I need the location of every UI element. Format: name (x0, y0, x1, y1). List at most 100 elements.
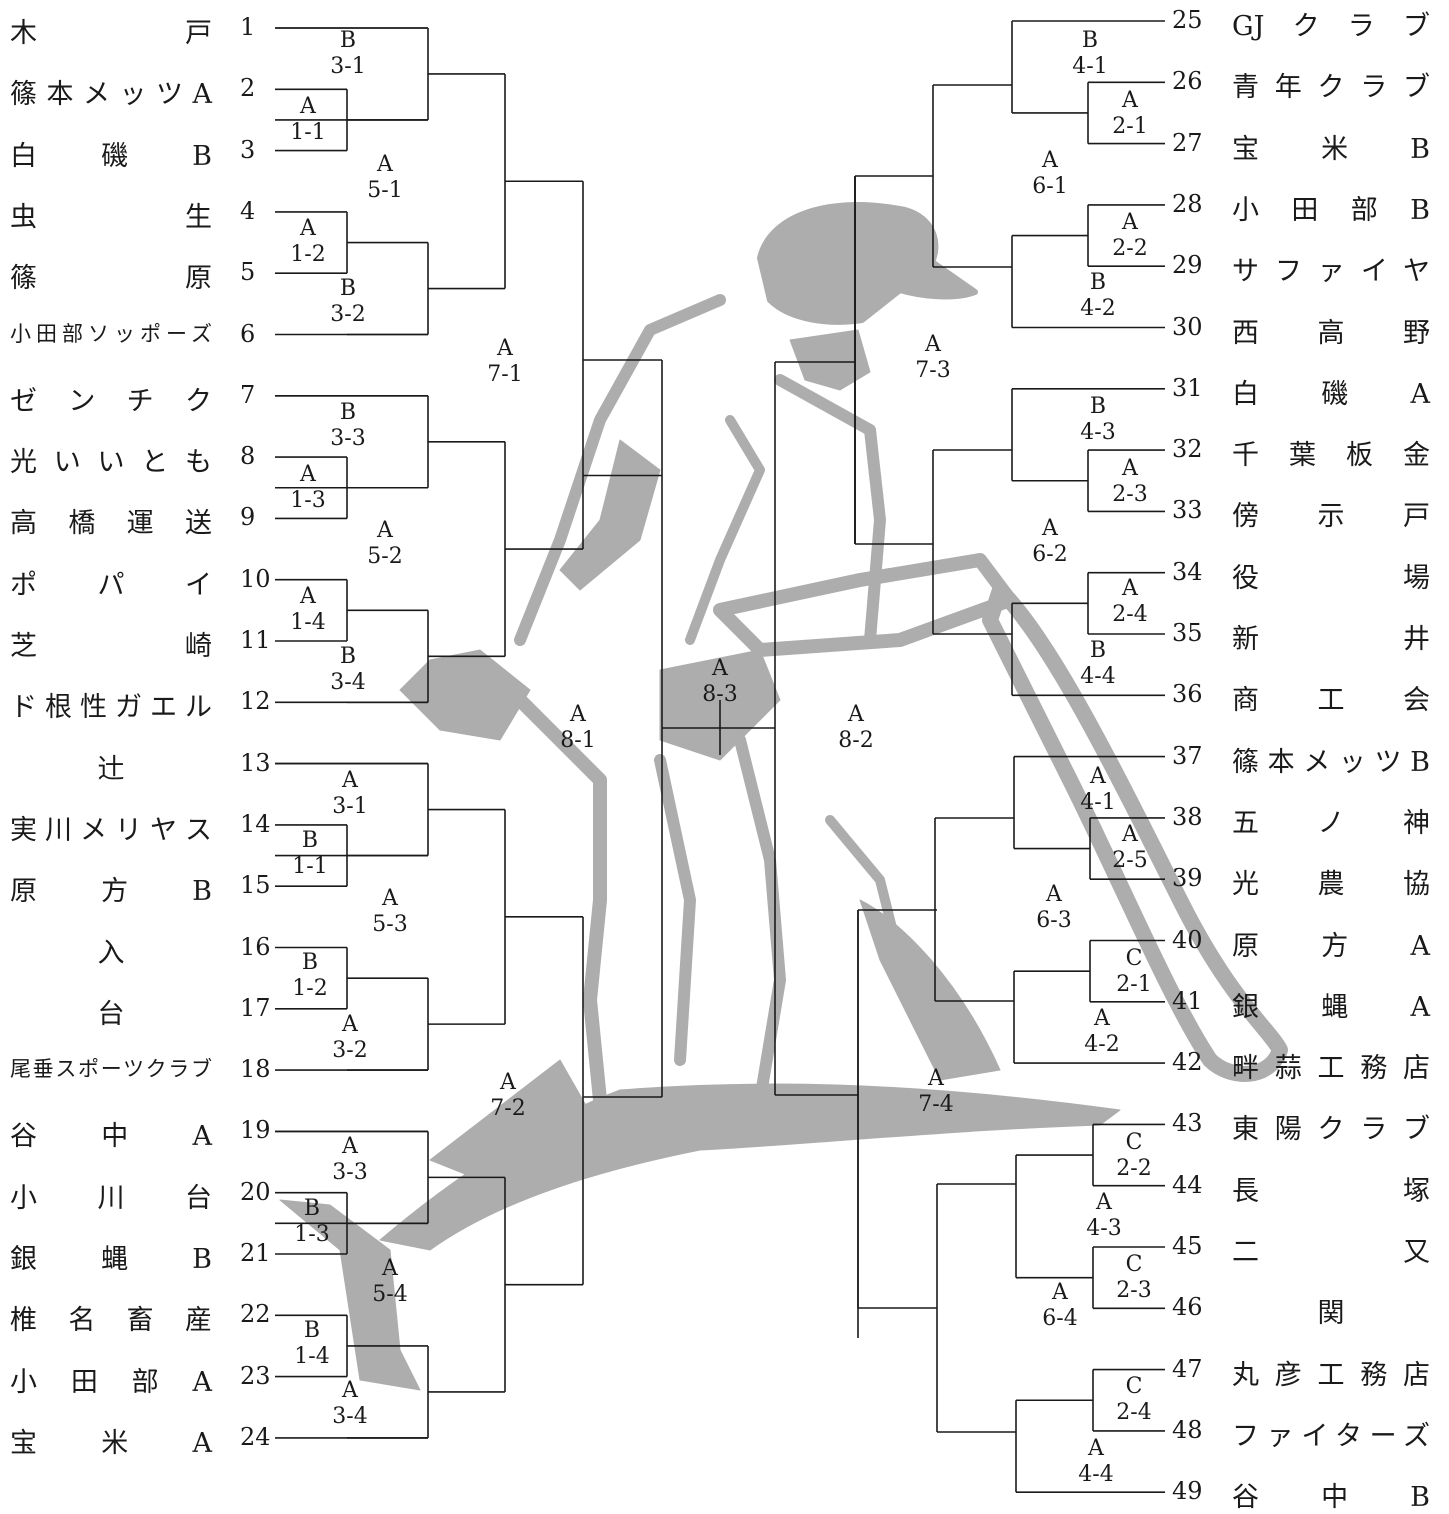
team-number-left: 12 (240, 687, 271, 715)
match-court: A (278, 94, 338, 120)
match-game-number: 4-3 (1074, 1216, 1134, 1242)
team-name-left: 木戸 (10, 11, 212, 50)
match-court: A (826, 702, 886, 728)
team-name-right: 篠本メッツB (1232, 740, 1430, 779)
team-number-left: 1 (240, 13, 255, 41)
match-label: A3-3 (320, 1134, 380, 1186)
match-court: A (548, 702, 608, 728)
team-name-right: 丸彦工務店 (1232, 1353, 1430, 1392)
team-name-right: 傍示戸 (1232, 494, 1430, 533)
match-court: C (1104, 946, 1164, 972)
team-number-left: 9 (240, 503, 255, 531)
team-name-right: 西高野 (1232, 311, 1430, 350)
team-number-right: 42 (1172, 1048, 1203, 1076)
team-number-left: 8 (240, 442, 255, 470)
team-name-right: 二又 (1232, 1230, 1430, 1269)
team-number-left: 5 (240, 258, 255, 286)
match-game-number: 8-1 (548, 728, 608, 754)
team-name-left: 入 (10, 931, 212, 970)
match-court: B (1060, 28, 1120, 54)
team-name-left: 宝米A (10, 1421, 212, 1460)
match-game-number: 1-3 (278, 488, 338, 514)
match-court: A (1030, 1280, 1090, 1306)
match-game-number: 3-2 (318, 302, 378, 328)
team-name-right: 宝米B (1232, 127, 1430, 166)
team-name-left: ド根性ガエル (10, 685, 212, 724)
match-game-number: 5-4 (360, 1282, 420, 1308)
team-name-right: 東陽クラブ (1232, 1107, 1430, 1146)
match-game-number: 4-2 (1072, 1032, 1132, 1058)
team-number-left: 6 (240, 320, 255, 348)
match-game-number: 4-4 (1066, 1462, 1126, 1488)
match-court: A (1020, 516, 1080, 542)
team-number-right: 41 (1172, 987, 1203, 1015)
team-name-left: 尾垂スポーツクラブ (10, 1053, 212, 1083)
match-label: A8-2 (826, 702, 886, 754)
team-name-right: 商工会 (1232, 678, 1430, 717)
team-number-right: 35 (1172, 619, 1203, 647)
team-name-right: 原方A (1232, 924, 1430, 963)
team-number-right: 47 (1172, 1355, 1203, 1383)
match-game-number: 3-4 (320, 1404, 380, 1430)
team-number-right: 31 (1172, 374, 1203, 402)
team-number-right: 27 (1172, 129, 1203, 157)
match-game-number: 4-1 (1060, 54, 1120, 80)
match-court: B (318, 400, 378, 426)
team-number-right: 34 (1172, 558, 1203, 586)
team-number-right: 43 (1172, 1109, 1203, 1137)
match-court: A (320, 1134, 380, 1160)
team-name-right: 千葉板金 (1232, 433, 1430, 472)
match-game-number: 4-1 (1068, 790, 1128, 816)
team-number-left: 7 (240, 381, 255, 409)
match-game-number: 4-3 (1068, 420, 1128, 446)
match-game-number: 6-1 (1020, 174, 1080, 200)
match-game-number: 5-1 (355, 178, 415, 204)
team-number-left: 18 (240, 1055, 271, 1083)
match-court: B (1068, 270, 1128, 296)
team-name-right: 関 (1232, 1291, 1430, 1330)
team-number-left: 23 (240, 1362, 271, 1390)
match-label: A1-4 (278, 584, 338, 636)
match-label: B4-4 (1068, 638, 1128, 690)
team-number-right: 38 (1172, 803, 1203, 831)
team-number-right: 39 (1172, 864, 1203, 892)
team-number-right: 45 (1172, 1232, 1203, 1260)
team-number-right: 49 (1172, 1477, 1203, 1505)
team-number-left: 10 (240, 565, 271, 593)
match-court: A (1068, 764, 1128, 790)
team-number-left: 19 (240, 1116, 271, 1144)
match-court: B (280, 828, 340, 854)
match-game-number: 3-1 (320, 794, 380, 820)
match-game-number: 2-3 (1104, 1278, 1164, 1304)
match-court: A (1100, 576, 1160, 602)
match-court: C (1104, 1374, 1164, 1400)
match-court: A (1100, 822, 1160, 848)
team-number-right: 25 (1172, 6, 1203, 34)
match-court: A (278, 584, 338, 610)
team-number-left: 24 (240, 1423, 271, 1451)
team-number-right: 36 (1172, 680, 1203, 708)
match-game-number: 3-4 (318, 670, 378, 696)
team-number-left: 11 (240, 626, 271, 654)
match-game-number: 1-2 (278, 242, 338, 268)
match-court: B (282, 1196, 342, 1222)
match-game-number: 1-4 (278, 610, 338, 636)
match-label: A5-2 (355, 518, 415, 570)
match-label: A4-4 (1066, 1436, 1126, 1488)
match-game-number: 3-1 (318, 54, 378, 80)
